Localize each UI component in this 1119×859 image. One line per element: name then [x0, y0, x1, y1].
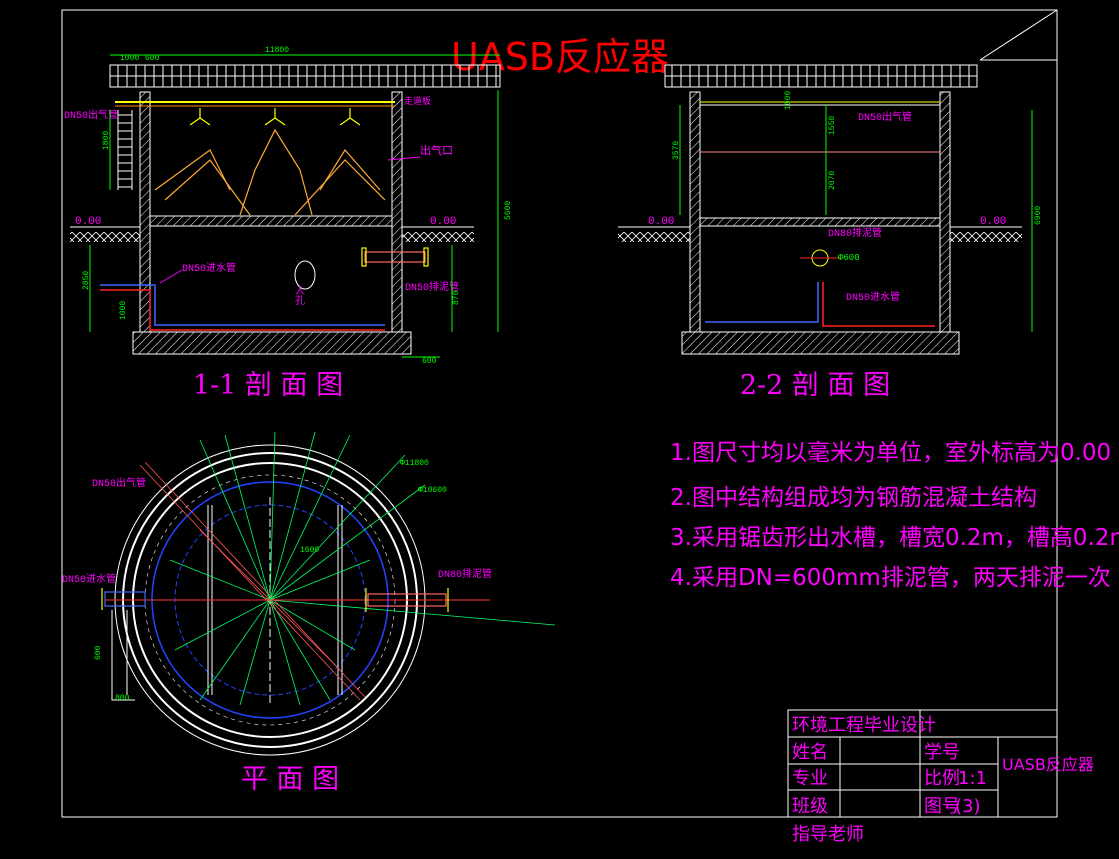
svg-text:600: 600 [145, 54, 160, 63]
exhaust-label-1: DN50出气管 [64, 108, 118, 122]
svg-text:6900: 6900 [1034, 206, 1043, 225]
walkway-grating-1 [109, 64, 501, 88]
svg-text:11800: 11800 [265, 46, 289, 55]
caption-plan: 平 面 图 [241, 764, 339, 795]
right-wall-2 [939, 91, 951, 333]
left-wall-2 [689, 91, 701, 333]
elev-left-1: 0.00 [75, 216, 101, 228]
dia-label-2: Φ600 [838, 253, 860, 263]
inner-slab-1 [149, 215, 393, 227]
ladder-rungs-1 [118, 114, 132, 188]
plan-r2: 800 [115, 694, 130, 703]
drawing-frame [61, 9, 1058, 818]
grating-ticks-1 [117, 65, 497, 87]
tb-major: 专业 [792, 768, 828, 789]
sludge-pipe-1 [361, 247, 429, 267]
svg-text:1000: 1000 [120, 54, 139, 63]
manhole-label-1: 人孔 [293, 285, 305, 306]
plan-r1: 1600 [300, 546, 319, 555]
inlet-pipe-1 [100, 284, 385, 331]
plan-inlet [101, 588, 146, 610]
tb-class: 班级 [792, 796, 828, 817]
outlet-label-1: 出气口 [420, 143, 453, 157]
notes: 1.图尺寸均以毫米为单位，室外标高为0.00 2.图中结构组成均为钢筋混凝土结构… [670, 440, 1119, 591]
sludge-label-2: DN80排泥管 [828, 226, 882, 240]
note-3: 3.采用锯齿形出水槽，槽宽0.2m，槽高0.2m [670, 525, 1119, 551]
grating-ticks-2 [671, 65, 970, 87]
svg-text:1000: 1000 [119, 301, 128, 320]
inlet-label-1: DN50进水管 [182, 261, 236, 275]
svg-text:1800: 1800 [102, 131, 111, 150]
three-phase-separators [154, 108, 386, 216]
plan-sludge-label: DN80排泥管 [438, 567, 492, 581]
ground-right-2 [950, 232, 1022, 242]
main-title: UASB反应器 [451, 35, 669, 79]
svg-text:2070: 2070 [828, 171, 837, 190]
note-2: 2.图中结构组成均为钢筋混凝土结构 [670, 485, 1037, 511]
tb-scale: 1:1 [958, 768, 987, 789]
manhole-1 [294, 260, 316, 290]
plan-stair [111, 610, 135, 701]
right-wall-1 [391, 91, 403, 333]
plan-d1: Φ11800 [400, 459, 429, 468]
plan-inlet-label: DN50进水管 [62, 572, 116, 586]
inlet-label-2: DN50进水管 [846, 290, 900, 304]
plan-diagonals [139, 461, 366, 701]
tb-student-no: 学号 [924, 742, 960, 763]
plan-d2: Φ10600 [418, 486, 447, 495]
section-2-2: 0.00 0.00 DN50出气管 DN80排泥管 Φ600 DN50进水管 3… [618, 64, 1043, 401]
ground-left-1 [70, 232, 140, 242]
plan-exhaust-label: DN50出气管 [92, 476, 146, 490]
svg-text:2850: 2850 [82, 271, 91, 290]
plan-sludge [365, 588, 449, 612]
inlet-pipe-2 [705, 282, 935, 327]
caption-1-1: 1-1 剖 面 图 [193, 370, 343, 401]
note-1: 1.图尺寸均以毫米为单位，室外标高为0.00 [670, 440, 1111, 466]
base-slab-1 [132, 331, 412, 355]
dims-1: 11800 1000 600 5600 1800 2850 1000 870 6… [82, 46, 513, 366]
inner-slab-2 [699, 217, 941, 227]
exhaust-label-2: DN50出气管 [858, 110, 912, 124]
elev-right-1: 0.00 [430, 216, 456, 228]
svg-text:1550: 1550 [828, 116, 837, 135]
plan-r3: 600 [94, 645, 103, 660]
dims-2: 3570 1550 2070 6900 1000 [672, 91, 1043, 332]
note-4: 4.采用DN=600mm排泥管，两天排泥一次 [670, 565, 1111, 591]
plan-view: DN50出气管 DN50进水管 DN80排泥管 Φ11800 Φ10600 16… [62, 431, 556, 795]
elev-left-2: 0.00 [648, 216, 674, 228]
svg-text:870: 870 [452, 290, 461, 305]
ladder-1 [117, 110, 133, 190]
tb-scale-label: 比例 [924, 768, 960, 789]
caption-2-2: 2-2 剖 面 图 [740, 370, 890, 401]
plan-rays [169, 431, 556, 706]
elev-right-2: 0.00 [980, 216, 1006, 228]
base-slab-2 [681, 331, 960, 355]
ground-right-1 [402, 232, 474, 242]
ground-left-2 [618, 232, 690, 242]
svg-text:1000: 1000 [784, 91, 793, 110]
tb-designer: 姓名 [792, 742, 828, 763]
walkway-grating-2 [664, 64, 978, 88]
tb-teacher: 指导老师 [792, 824, 864, 845]
svg-text:600: 600 [422, 357, 437, 366]
sludge-label-1: DN50排泥管 [405, 280, 459, 294]
tb-sheet-no: (3) [955, 796, 981, 817]
left-wall-1 [139, 91, 151, 333]
svg-text:3570: 3570 [672, 141, 681, 160]
section-1-1: 0.00 0.00 [64, 46, 513, 401]
tb-sheet: 图号 [924, 796, 960, 817]
title-block: 环境工程毕业设计 姓名 学号 专业 比例 1:1 班级 指导老师 图号 (3) … [787, 709, 1094, 845]
svg-text:5600: 5600 [504, 201, 513, 220]
tb-school: 环境工程毕业设计 [792, 715, 936, 736]
deck-label-1: 走道板 [404, 95, 431, 107]
tb-drawing: UASB反应器 [1002, 755, 1094, 774]
